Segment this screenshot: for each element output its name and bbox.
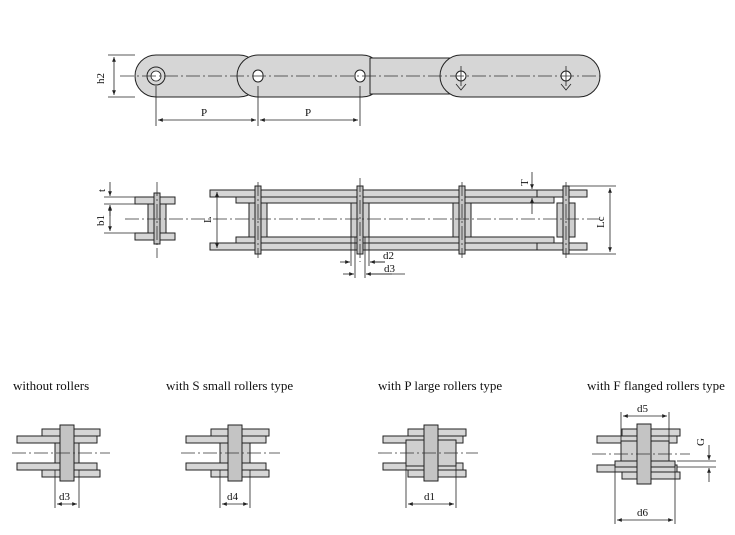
chain-plan-view: t b1 L T Lc d2 d3 bbox=[95, 172, 616, 278]
b1-label: b1 bbox=[95, 215, 107, 226]
detail-d1-label: d1 bbox=[424, 491, 435, 503]
p-label-1: P bbox=[201, 107, 207, 119]
chain-side-view: h2 P P bbox=[95, 54, 601, 126]
d2-label: d2 bbox=[383, 250, 394, 262]
caption-flanged-rollers: with F flanged rollers type bbox=[587, 378, 725, 393]
detail-d5-label: d5 bbox=[637, 403, 649, 415]
p-label-2: P bbox=[305, 107, 311, 119]
detail-flanged-rollers: d5 d6 G bbox=[592, 403, 716, 524]
caption-small-rollers: with S small rollers type bbox=[166, 378, 293, 393]
detail-small-rollers: d4 bbox=[181, 424, 280, 508]
detail-d6-label: d6 bbox=[637, 507, 649, 519]
T-label: T bbox=[519, 179, 531, 186]
detail-g-label: G bbox=[695, 438, 707, 446]
d3-label: d3 bbox=[384, 263, 396, 275]
caption-without-rollers: without rollers bbox=[13, 378, 89, 393]
lc-label: Lc bbox=[595, 216, 607, 228]
l-label: L bbox=[202, 216, 214, 223]
detail-d3-label: d3 bbox=[59, 491, 71, 503]
detail-without-rollers: d3 bbox=[12, 424, 110, 508]
h2-label: h2 bbox=[95, 73, 107, 84]
t-label: t bbox=[96, 189, 108, 192]
caption-large-rollers: with P large rollers type bbox=[378, 378, 502, 393]
detail-d4-label: d4 bbox=[227, 491, 239, 503]
detail-large-rollers: d1 bbox=[378, 424, 478, 508]
